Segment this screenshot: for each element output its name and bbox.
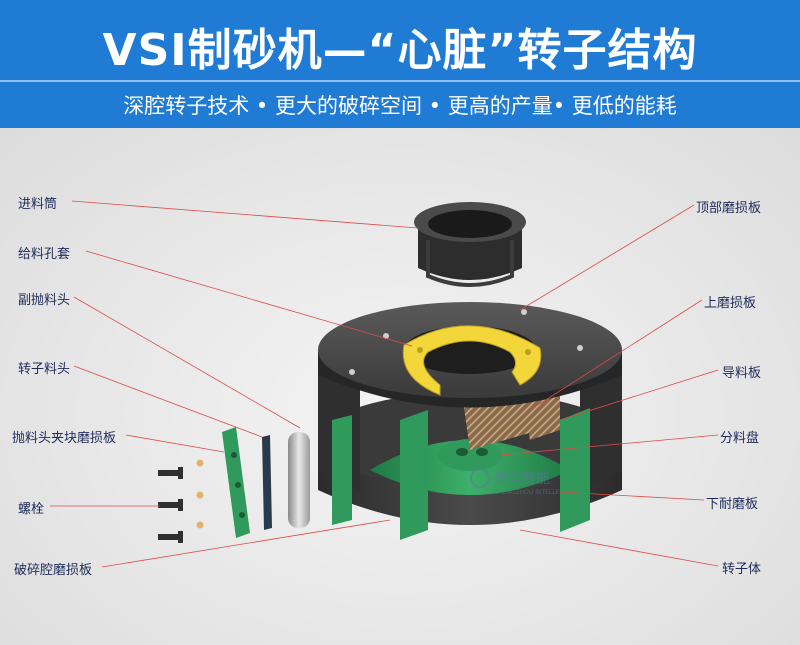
exploded-parts	[158, 427, 310, 543]
watermark-brand-en: ZHENGZHOU INTELLECT	[494, 489, 568, 496]
header-divider	[0, 80, 800, 82]
label-crushing-chamber-wear-plate: 破碎腔磨损板	[14, 563, 93, 578]
label-rotor-body: 转子体	[722, 562, 762, 577]
label-secondary-tip: 副抛料头	[18, 293, 71, 308]
label-feed-tube: 进料筒	[18, 197, 58, 212]
leader-lines-right	[499, 204, 719, 567]
label-top-wear-plate: 顶部磨损板	[696, 201, 762, 216]
label-distribution-plate: 分料盘	[720, 431, 760, 446]
page-title: VSI制砂机—“心脏”转子结构	[102, 25, 698, 76]
top-plate	[318, 302, 622, 408]
header-banner: VSI制砂机—“心脏”转子结构 深腔转子技术 • 更大的破碎空间 • 更高的产量…	[0, 0, 800, 128]
label-feed-hole-sleeve: 给料孔套	[18, 247, 71, 262]
label-guide-plate: 导料板	[722, 366, 762, 381]
label-rotor-tip: 转子料头	[18, 362, 71, 377]
page-subtitle: 深腔转子技术 • 更大的破碎空间 • 更高的产量• 更低的能耗	[123, 94, 677, 118]
feed-tube	[414, 202, 526, 287]
watermark-brand: 振华智能	[494, 471, 550, 487]
brand-watermark: 振华智能 ZHENGZHOU INTELLECT	[470, 468, 568, 496]
label-bolt: 螺栓	[18, 502, 45, 517]
label-tip-clamp-wear-plate: 抛料头夹块磨损板	[12, 431, 117, 446]
label-lower-wear-plate: 下耐磨板	[706, 497, 759, 512]
leader-lines-left	[50, 200, 419, 568]
label-upper-wear-plate: 上磨损板	[704, 296, 757, 311]
